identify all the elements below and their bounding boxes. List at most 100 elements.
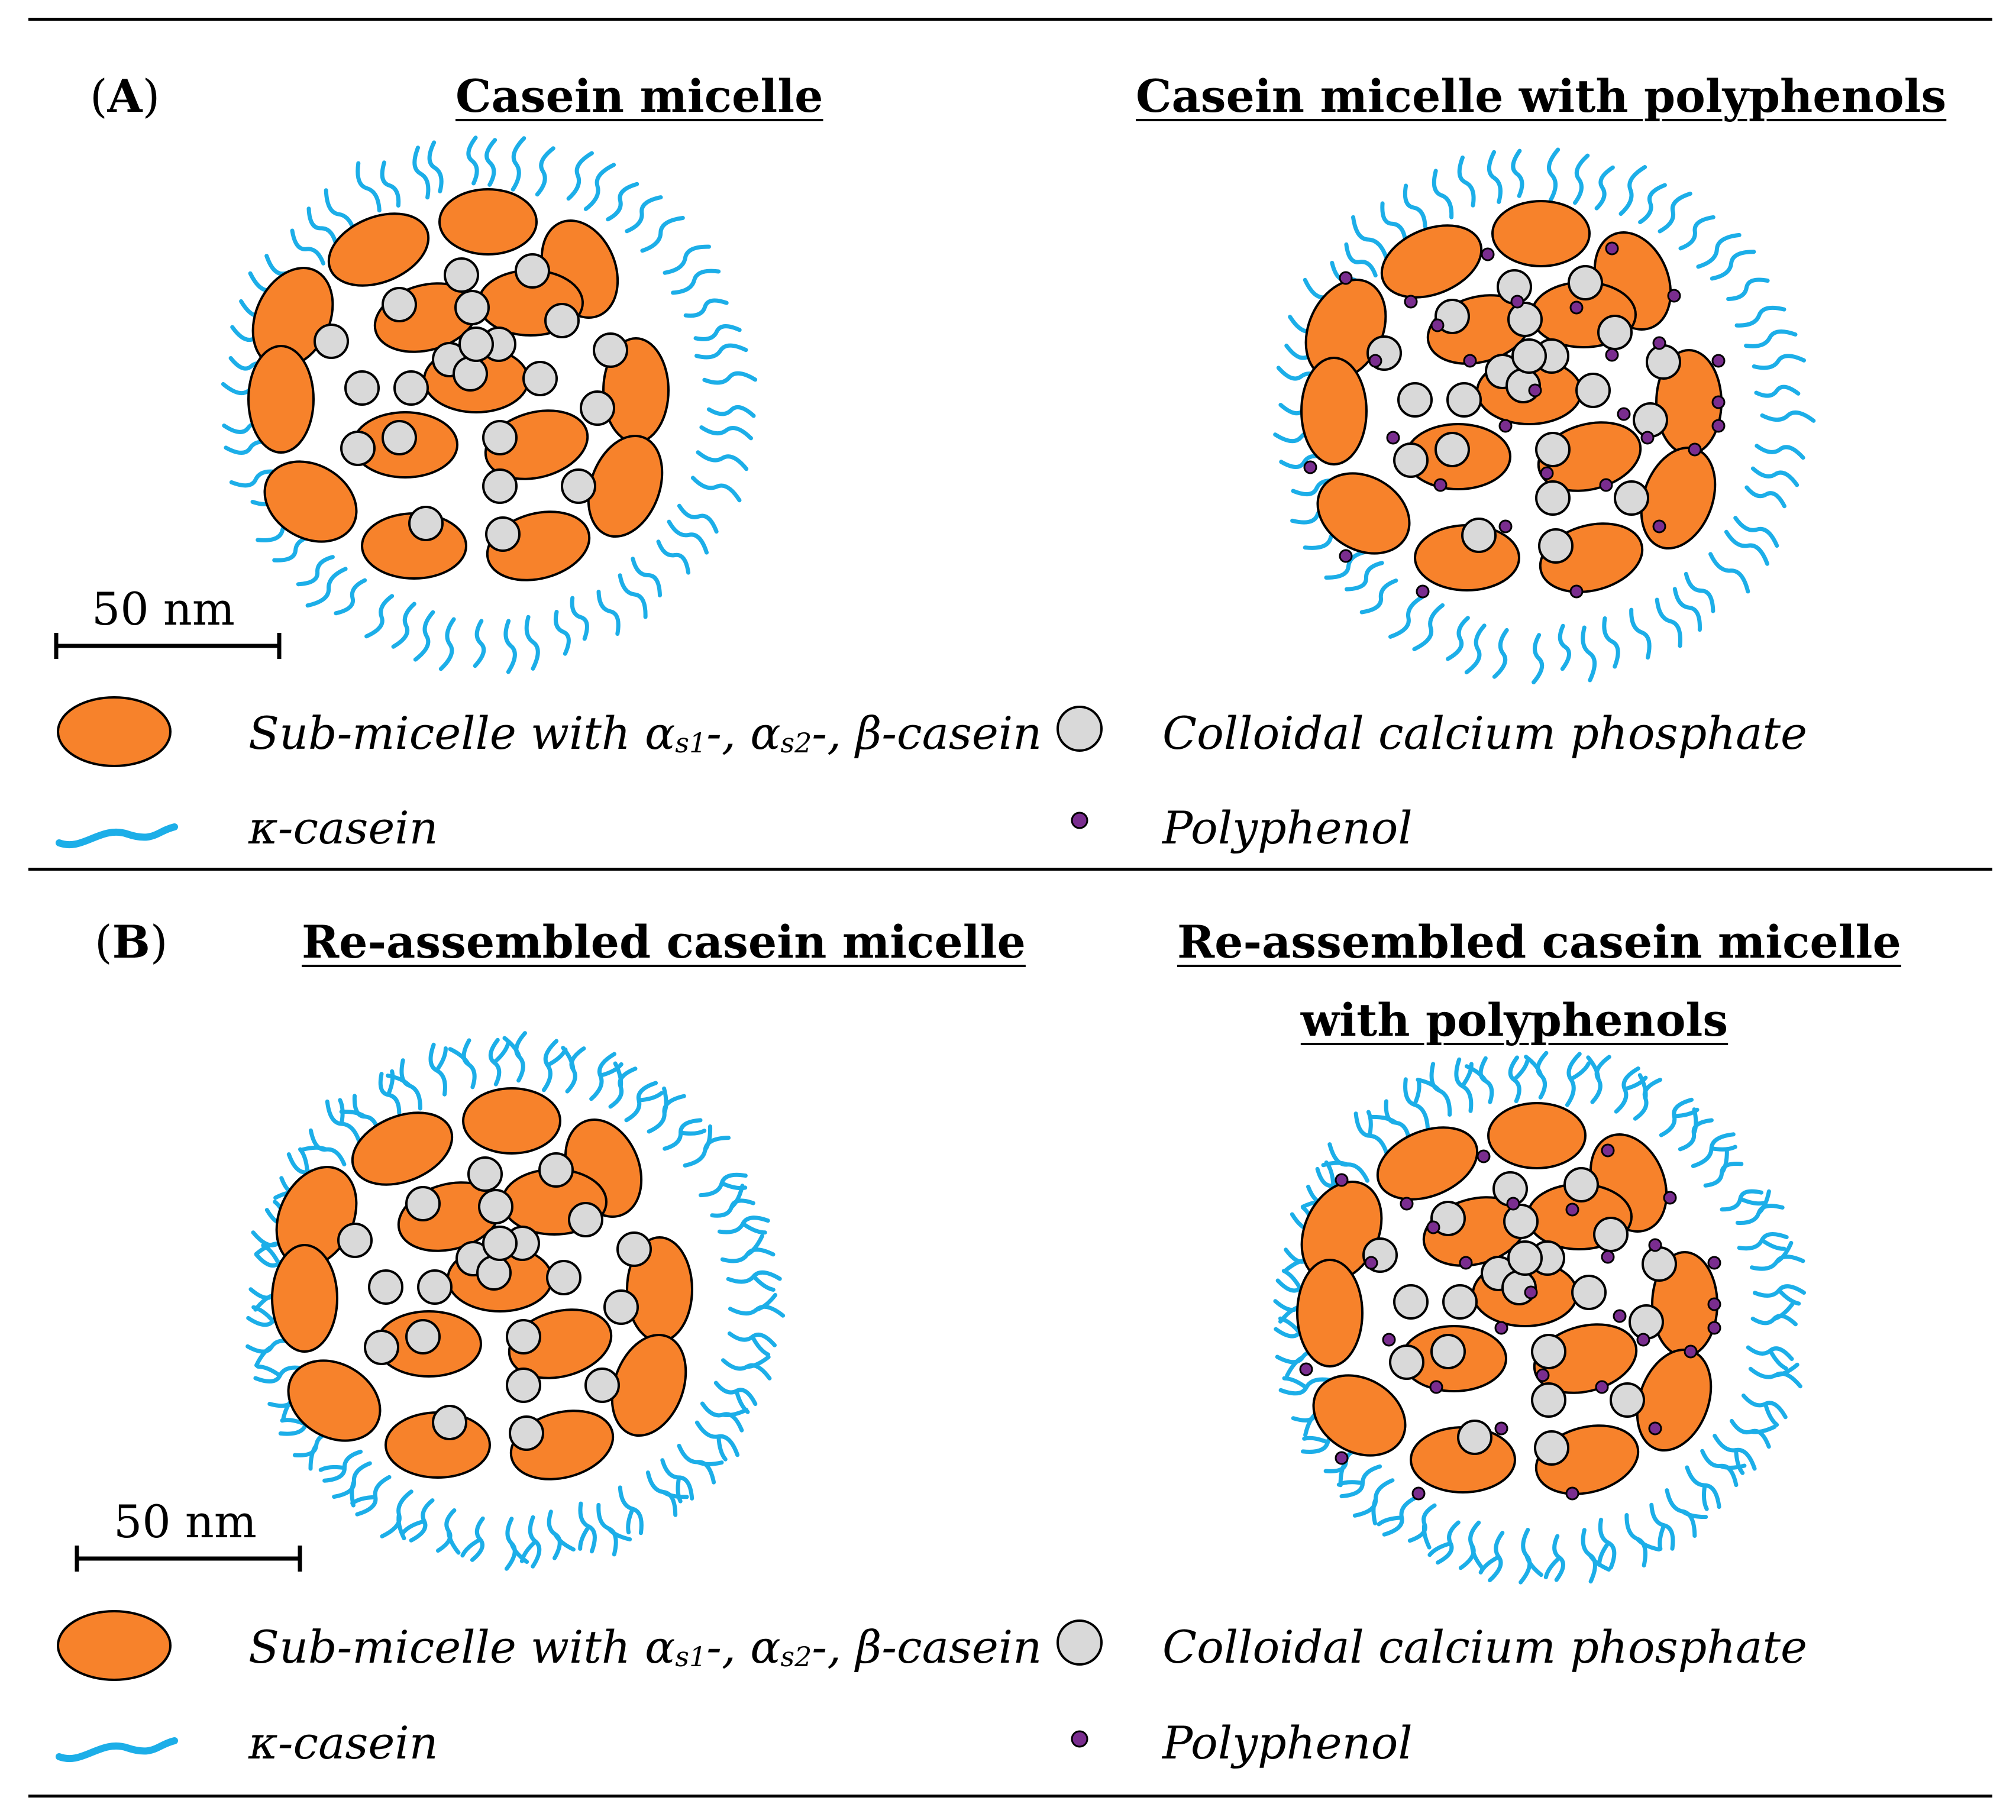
kappa-casein-strand bbox=[306, 206, 338, 247]
kappa-casein-strand bbox=[1672, 587, 1702, 632]
submicelle bbox=[287, 1359, 382, 1442]
kappa-casein-branch bbox=[1718, 1463, 1747, 1470]
calcium-phosphate-particle bbox=[1614, 480, 1649, 516]
polyphenol-dot bbox=[1605, 241, 1619, 256]
calcium-phosphate-particle bbox=[1531, 1382, 1566, 1418]
kappa-casein-strand bbox=[1492, 628, 1509, 679]
panel-a-title-left: Casein micelle bbox=[455, 70, 823, 122]
kappa-casein-strand bbox=[524, 615, 540, 671]
calcium-phosphate-particle bbox=[482, 420, 518, 455]
calcium-phosphate-particle bbox=[580, 390, 615, 426]
kappa-casein-branch bbox=[1768, 1349, 1788, 1371]
kappa-casein-strand bbox=[1678, 215, 1715, 251]
kappa-casein-strand bbox=[1602, 616, 1620, 669]
kappa-casein-branch bbox=[256, 1364, 282, 1378]
calcium-phosphate-particle bbox=[467, 1156, 503, 1192]
polyphenol-dot bbox=[1463, 354, 1477, 368]
kappa-casein-strand bbox=[1744, 485, 1786, 509]
kappa-casein-branch bbox=[721, 1408, 749, 1417]
kappa-casein-strand bbox=[694, 343, 748, 360]
kappa-casein-strand bbox=[1733, 516, 1779, 548]
polyphenol-dot bbox=[1368, 354, 1382, 368]
kappa-casein-strand bbox=[667, 519, 709, 555]
polyphenol-dot bbox=[1339, 271, 1353, 285]
panel-a-scale-bar bbox=[54, 633, 282, 659]
legend-a-polyphenol-label: Polyphenol bbox=[1162, 801, 1413, 854]
kappa-casein-branch bbox=[1775, 1240, 1794, 1264]
kappa-casein-strand bbox=[391, 602, 416, 649]
kappa-casein-strand bbox=[1752, 354, 1806, 370]
submicelle bbox=[351, 1111, 454, 1186]
submicelle-icon bbox=[57, 696, 172, 767]
kappa-casein-strand bbox=[1684, 571, 1715, 613]
polyphenol-dot bbox=[1599, 478, 1613, 492]
kappa-casein-strand bbox=[290, 228, 325, 266]
calcium-phosphate-particle bbox=[603, 1289, 639, 1325]
polyphenol-dot bbox=[1565, 1202, 1579, 1217]
polyphenol-dot bbox=[1648, 1421, 1662, 1436]
calcium-phosphate-particle bbox=[509, 1415, 544, 1451]
calcium-phosphate-particle bbox=[1507, 1240, 1543, 1276]
calcium-phosphate-particle bbox=[458, 326, 494, 362]
kappa-casein-branch bbox=[300, 1145, 328, 1152]
kappa-casein-strand bbox=[1734, 305, 1786, 328]
kappa-casein-branch bbox=[553, 1532, 576, 1552]
calcium-phosphate-particle bbox=[1389, 1344, 1424, 1380]
kappa-casein-branch bbox=[1772, 1302, 1795, 1321]
kappa-casein-strand bbox=[1629, 607, 1652, 660]
calcium-phosphate-particle bbox=[393, 370, 429, 406]
polyphenol-dot bbox=[1386, 431, 1400, 445]
polyphenol-dot bbox=[1601, 1250, 1615, 1264]
calcium-phosphate-particle bbox=[1535, 480, 1571, 516]
kappa-casein-strand bbox=[608, 1066, 638, 1109]
kappa-casein-branch bbox=[1569, 1061, 1591, 1081]
submicelle bbox=[587, 434, 664, 538]
polyphenol-dot bbox=[1459, 1256, 1473, 1270]
polyphenol-dot bbox=[1335, 1451, 1349, 1465]
polyphenol-dot bbox=[1433, 478, 1448, 492]
calcium-phosphate-particle bbox=[364, 1330, 399, 1365]
calcium-phosphate-particle bbox=[1397, 382, 1433, 418]
polyphenol-dot bbox=[1303, 460, 1317, 474]
kappa-casein-branch bbox=[1470, 1544, 1484, 1570]
calcium-phosphate-particle bbox=[485, 516, 521, 552]
panel-b-title-right-line2: with polyphenols bbox=[1300, 994, 1729, 1046]
kappa-casein-branch bbox=[561, 1046, 576, 1072]
kappa-casein-strand bbox=[1573, 153, 1590, 205]
calcium-phosphate-particle bbox=[382, 287, 417, 322]
kappa-casein-branch bbox=[661, 1490, 689, 1499]
submicelle bbox=[438, 188, 538, 256]
kappa-casein-branch bbox=[662, 1086, 668, 1114]
kappa-casein-branch bbox=[1460, 1062, 1474, 1088]
polyphenol-dot bbox=[1652, 336, 1666, 350]
kappa-casein-branch bbox=[1371, 1114, 1398, 1125]
legend-b-submicelle-label: Sub-micelle with αs1-, αs2-, β-casein bbox=[248, 1621, 1042, 1673]
submicelle bbox=[271, 1244, 338, 1353]
panel-b-letter: B bbox=[112, 916, 150, 968]
calcium-phosphate-particle bbox=[506, 1319, 541, 1355]
calcium-phosphate-particle bbox=[1446, 382, 1482, 418]
kappa-casein-branch bbox=[1512, 1058, 1530, 1082]
kappa-casein-branch bbox=[1421, 1522, 1432, 1550]
panel-a-paren-close: ) bbox=[142, 70, 160, 122]
legend-b-sub-s2: s2 bbox=[780, 1641, 812, 1673]
kappa-casein-branch bbox=[626, 1507, 635, 1535]
calcium-phosphate-particle bbox=[453, 356, 488, 392]
polyphenol-dot bbox=[1569, 584, 1584, 599]
legend-a-sub-s1: s1 bbox=[675, 727, 707, 759]
calcium-phosphate-particle bbox=[1507, 302, 1543, 337]
kappa-casein-branch bbox=[729, 1184, 745, 1210]
kappa-casein-branch bbox=[1377, 1515, 1404, 1527]
kappa-casein-branch bbox=[448, 1047, 471, 1066]
calcium-phosphate-particle bbox=[1393, 442, 1429, 478]
kappa-casein-branch bbox=[1371, 1497, 1378, 1525]
legend-b-polyphenol-label: Polyphenol bbox=[1162, 1716, 1413, 1769]
kappa-casein-strand bbox=[1655, 597, 1682, 648]
kappa-casein-branch bbox=[1738, 1197, 1766, 1206]
legend-b-kappa-label: κ-casein bbox=[248, 1716, 438, 1769]
kappa-casein-strand bbox=[596, 589, 621, 636]
polyphenol-dot bbox=[1605, 348, 1619, 362]
polyphenol-dot bbox=[1663, 1191, 1677, 1205]
panel-b-title-right-line1: Re-assembled casein micelle bbox=[1177, 916, 1901, 968]
